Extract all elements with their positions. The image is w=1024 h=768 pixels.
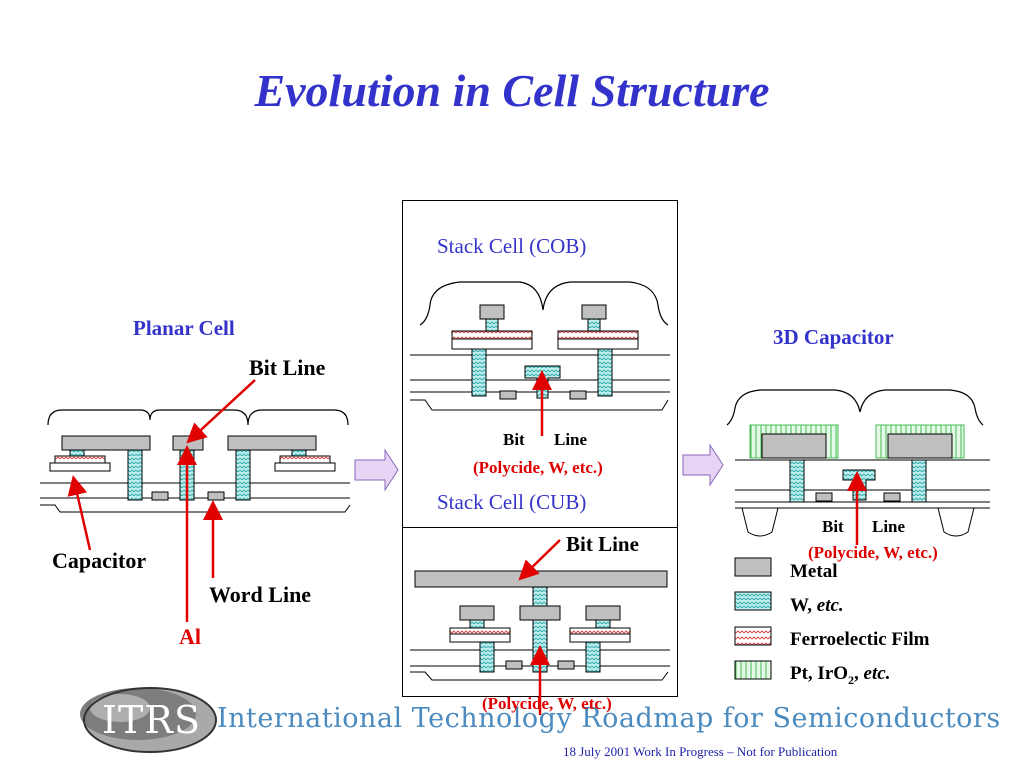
cub-bit-line-label: Bit Line: [566, 532, 639, 556]
page-title: Evolution in Cell Structure: [254, 65, 770, 116]
stack-cell-divider: [402, 527, 678, 528]
itrs-logo-letters: ITRS: [102, 698, 201, 742]
legend-platinum-label: Pt, IrO2, etc.: [790, 663, 891, 687]
planar-bit-line-label: Bit Line: [249, 355, 326, 380]
cob-bit-label: Bit: [503, 430, 525, 449]
transition-arrow-left: [354, 448, 399, 492]
planar-word-line-label: Word Line: [209, 582, 312, 607]
planar-capacitor-label: Capacitor: [52, 548, 147, 573]
cap3d-bit-label: Bit: [822, 517, 844, 536]
transition-arrow-right: [682, 443, 724, 487]
stack-cub-drawing: [410, 539, 670, 715]
cub-material-label: (Polycide, W, etc.): [482, 694, 612, 713]
cob-material-label: (Polycide, W, etc.): [473, 458, 603, 477]
legend-metal-label: Metal: [790, 561, 838, 582]
itrs-logo-mark: [80, 687, 217, 753]
ferroelectric-swatch: [734, 626, 772, 646]
stack-cob-drawing: [410, 281, 670, 436]
cob-line-label: Line: [554, 430, 588, 449]
itrs-title: International Technology Roadmap for Sem…: [217, 703, 1001, 734]
footer-note: 18 July 2001 Work In Progress – Not for …: [563, 744, 838, 759]
planar-cell-heading: Planar Cell: [133, 316, 235, 340]
tungsten-swatch: [734, 591, 772, 611]
capacitor-3d-heading: 3D Capacitor: [773, 325, 894, 349]
planar-al-label: Al: [179, 624, 201, 649]
legend-ferroelectric-label: Ferroelectic Film: [790, 629, 930, 650]
cap3d-line-label: Line: [872, 517, 906, 536]
legend-tungsten-label: W, etc.: [790, 595, 844, 616]
planar-cell-drawing: [40, 379, 351, 622]
metal-swatch: [734, 557, 772, 577]
stack-cob-heading: Stack Cell (COB): [437, 234, 587, 258]
capacitor-3d-drawing: [726, 389, 990, 545]
cap3d-material-label: (Polycide, W, etc.): [808, 543, 938, 562]
stack-cub-heading: Stack Cell (CUB): [437, 490, 587, 514]
platinum-swatch: [734, 660, 772, 680]
